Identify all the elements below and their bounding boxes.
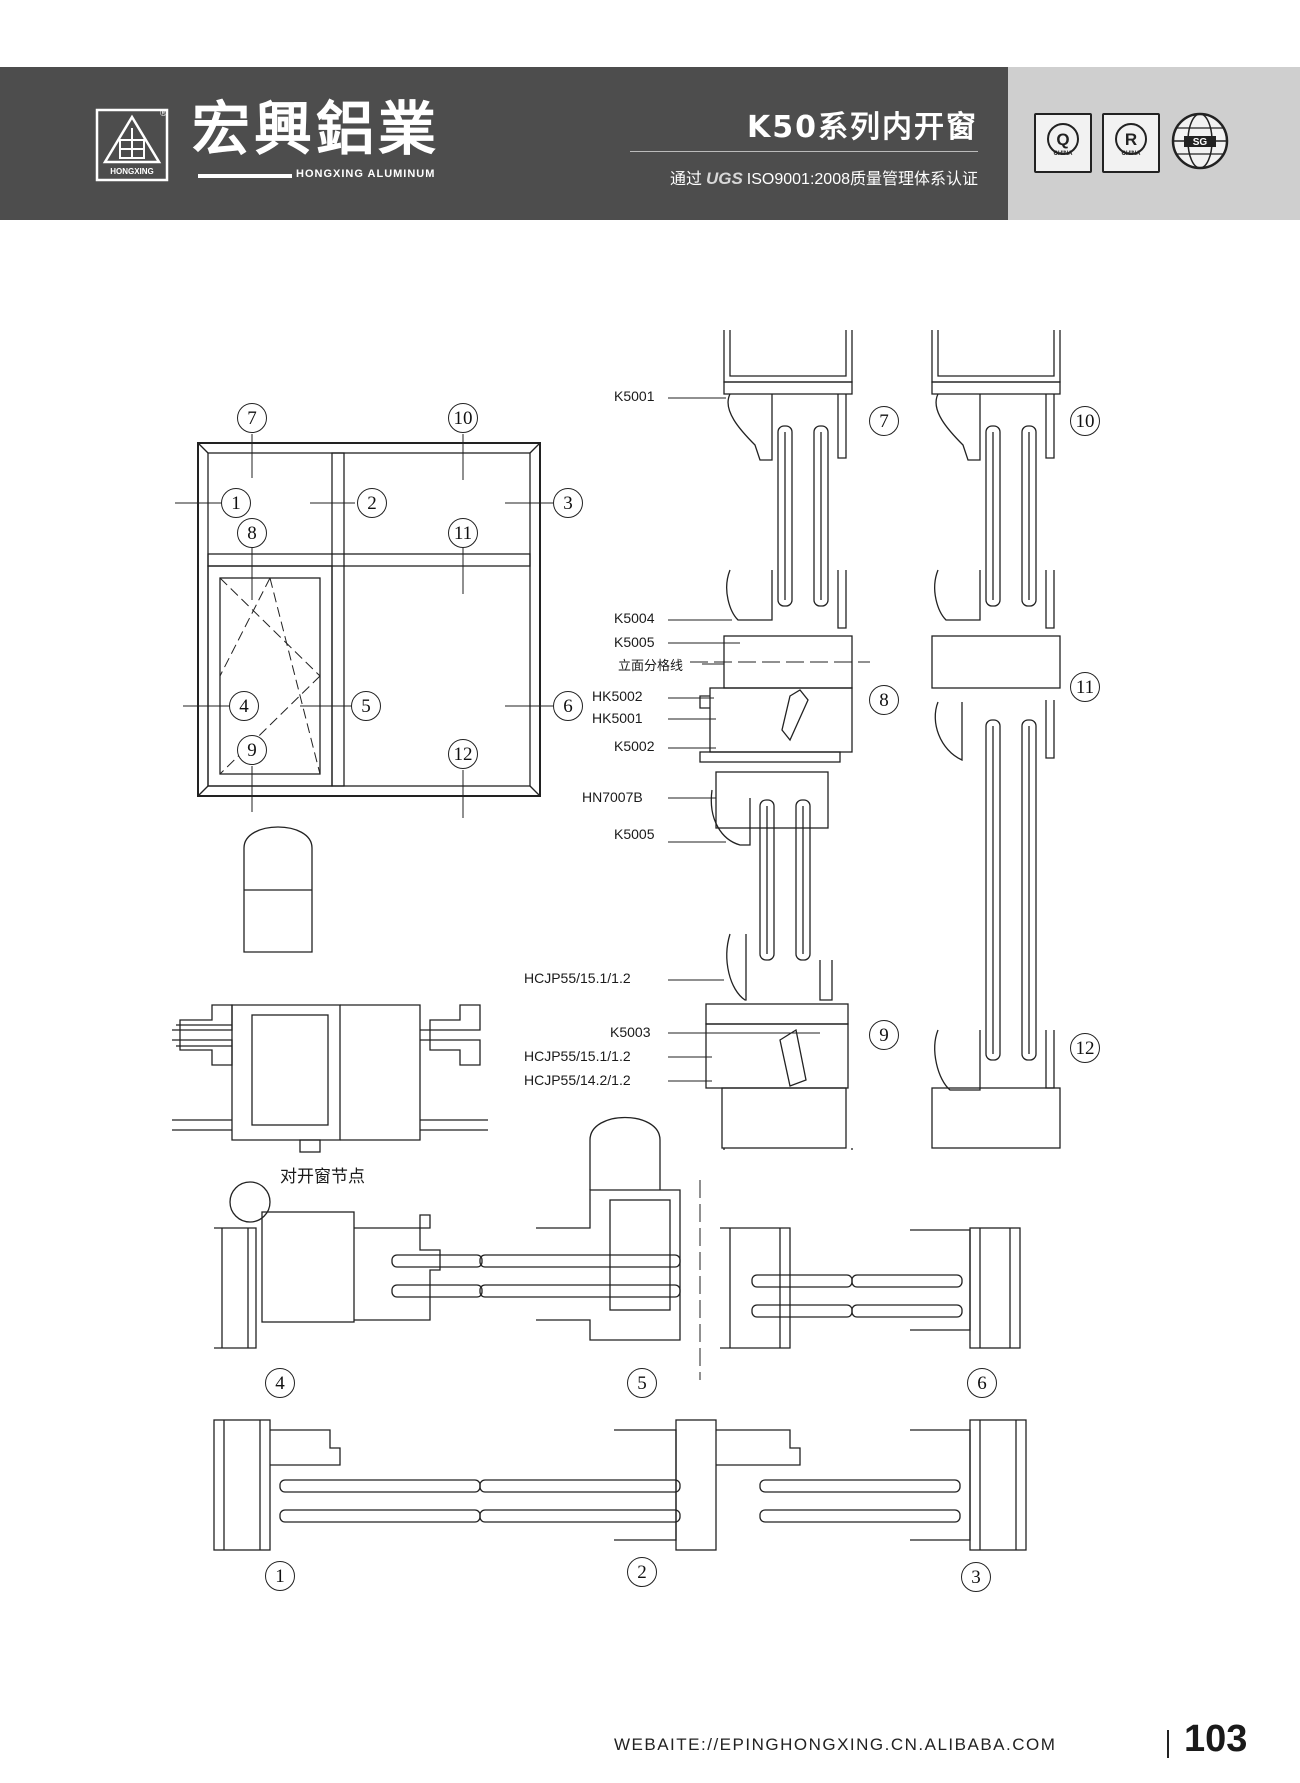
callout-1: 1 <box>221 488 251 518</box>
brand-underline <box>198 174 292 178</box>
label-hn7007b: HN7007B <box>582 789 643 805</box>
double-sash-node <box>172 826 488 1153</box>
logo-text: HONGXING <box>110 167 154 176</box>
registered-mark: ® <box>160 108 167 118</box>
sgs-globe-badge-icon: SG <box>1171 112 1229 170</box>
badge-caption: CHINA <box>1053 151 1073 157</box>
node-caption: 对开窗节点 <box>280 1167 365 1187</box>
label-k5003: K5003 <box>610 1024 651 1040</box>
cert-suffix: ISO9001:2008质量管理体系认证 <box>746 171 978 188</box>
svg-text:SG: SG <box>1193 137 1208 148</box>
label-hk5002: HK5002 <box>592 688 643 704</box>
section-callout-10: 10 <box>1070 406 1100 436</box>
callout-12: 12 <box>448 739 478 769</box>
horizontal-section-fixed <box>213 1419 1027 1551</box>
callout-6: 6 <box>553 691 583 721</box>
svg-text:Q: Q <box>1056 130 1069 149</box>
section-callout-5: 5 <box>627 1368 657 1398</box>
label-hcjp-3: HCJP55/14.2/1.2 <box>524 1072 631 1088</box>
callout-4: 4 <box>229 691 259 721</box>
callout-7: 7 <box>237 403 267 433</box>
website-url: WEBAITE://EPINGHONGXING.CN.ALIBABA.COM <box>614 1735 1057 1754</box>
callout-11: 11 <box>448 518 478 548</box>
section-callout-11: 11 <box>1070 672 1100 702</box>
svg-text:R: R <box>1125 130 1137 149</box>
section-callout-6: 6 <box>967 1368 997 1398</box>
section-callout-1: 1 <box>265 1561 295 1591</box>
page-title: K50系列内开窗 <box>747 110 978 145</box>
title-divider <box>630 151 978 152</box>
section-callout-3: 3 <box>961 1562 991 1592</box>
callout-3: 3 <box>553 488 583 518</box>
label-hcjp-2: HCJP55/15.1/1.2 <box>524 1048 631 1064</box>
section-callout-2: 2 <box>627 1557 657 1587</box>
section-callout-12: 12 <box>1070 1033 1100 1063</box>
callout-10: 10 <box>448 403 478 433</box>
section-callout-4: 4 <box>265 1368 295 1398</box>
vertical-section-sash <box>690 330 870 1150</box>
label-k5005-top: K5005 <box>614 634 655 650</box>
label-k5004: K5004 <box>614 610 655 626</box>
label-k5002: K5002 <box>614 738 655 754</box>
brand-english: HONGXING ALUMINUM <box>296 168 436 180</box>
label-leaders <box>668 397 820 1082</box>
badge-caption: CHINA <box>1121 151 1141 157</box>
cert-prefix: 通过 <box>669 171 702 188</box>
hongxing-logo-icon: HONGXING <box>95 108 169 182</box>
section-callout-9: 9 <box>869 1020 899 1050</box>
quality-badge-icon: Q CHINA <box>1034 113 1092 173</box>
ugs-logo: UGS <box>705 169 743 188</box>
callout-2: 2 <box>357 488 387 518</box>
label-hcjp-1: HCJP55/15.1/1.2 <box>524 970 631 986</box>
callout-8: 8 <box>237 518 267 548</box>
window-elevation <box>175 434 553 818</box>
horizontal-section-sash <box>214 1116 1021 1380</box>
footer-divider <box>1167 1730 1169 1758</box>
section-callout-8: 8 <box>869 685 899 715</box>
callout-5: 5 <box>351 691 381 721</box>
callout-9: 9 <box>237 735 267 765</box>
page-number: 103 <box>1184 1718 1248 1760</box>
label-split-line: 立面分格线 <box>618 659 684 674</box>
label-k5001: K5001 <box>614 388 655 404</box>
label-hk5001: HK5001 <box>592 710 643 726</box>
vertical-section-fixed <box>931 330 1061 1149</box>
section-callout-7: 7 <box>869 406 899 436</box>
registered-badge-icon: R CHINA <box>1102 113 1160 173</box>
label-k5005-bottom: K5005 <box>614 826 655 842</box>
brand-name: 宏興鋁業 <box>192 95 441 163</box>
